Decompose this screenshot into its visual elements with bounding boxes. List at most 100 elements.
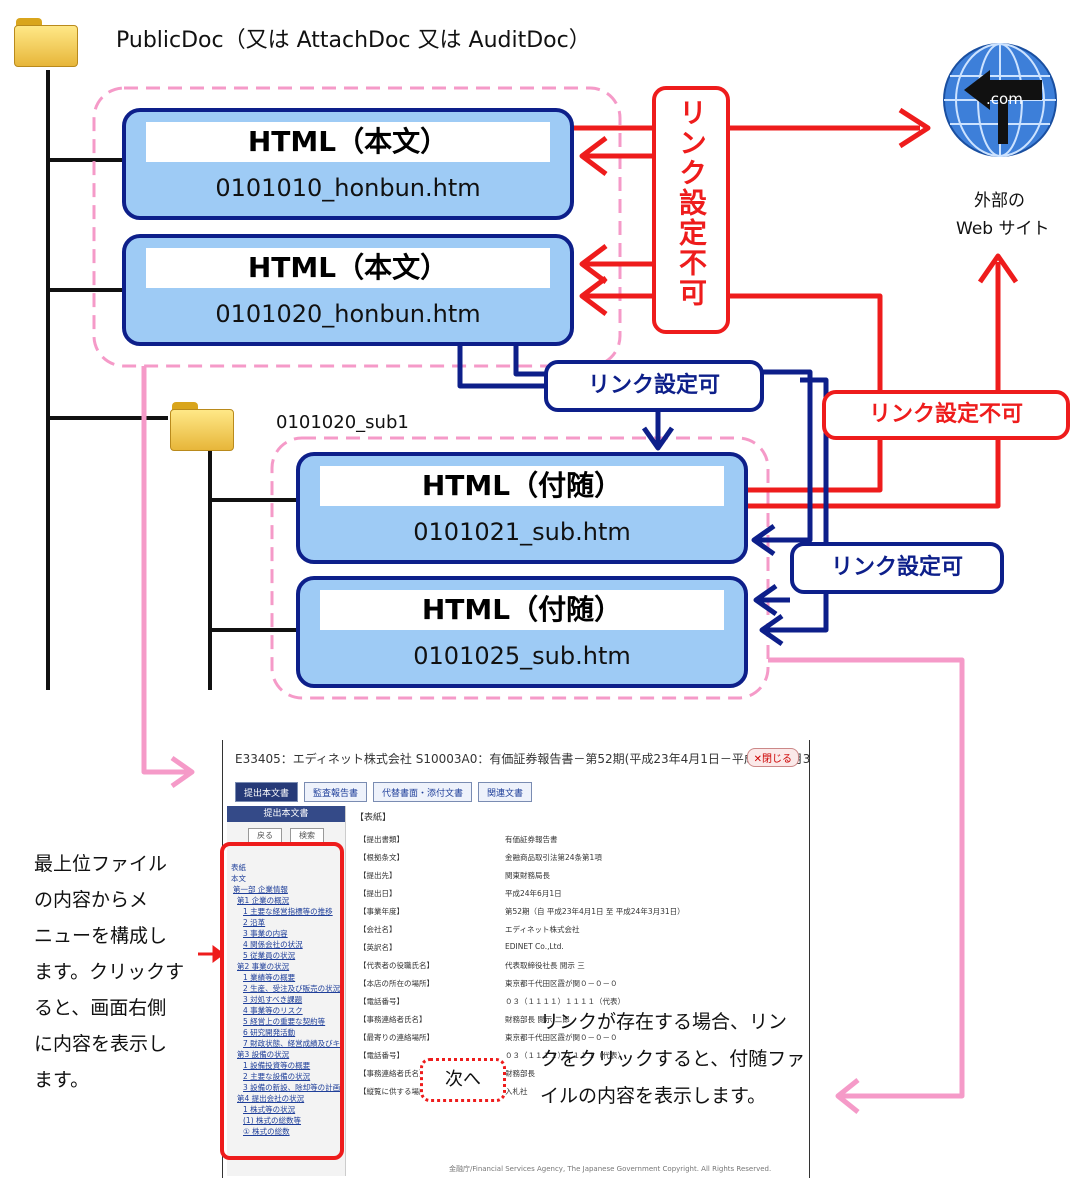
- sub-folder-label: 0101020_sub1: [276, 412, 409, 433]
- toc-menu-item[interactable]: 2 主要な設備の状況: [243, 1072, 311, 1081]
- navy-links: [457, 342, 829, 647]
- content-value: 金融商品取引法第24条第1項: [505, 853, 602, 862]
- search-button[interactable]: 検索: [290, 828, 324, 843]
- content-row: 【事業年度】 第52期（自 平成23年4月1日 至 平成24年3月31日）: [355, 906, 805, 918]
- left-description-line: ます。クリックす: [34, 961, 185, 983]
- globe-icon: [943, 43, 1057, 157]
- left-description-line: ます。: [34, 1069, 90, 1091]
- viewer-tabs: 提出本文書 監査報告書 代替書面・添付文書 関連文書: [235, 782, 533, 802]
- content-value: 平成24年6月1日: [505, 889, 562, 898]
- toc-menu-item[interactable]: 1 株式等の状況: [243, 1105, 296, 1114]
- sub-group: [270, 436, 770, 700]
- external-caption-line1: 外部の: [974, 191, 1025, 211]
- toc-menu-item[interactable]: 第3 設備の状況: [237, 1050, 290, 1059]
- content-row: 【本店の所在の場所】 東京都千代田区霞が関０－０－０: [355, 978, 805, 990]
- tab-audit-report[interactable]: 監査報告書: [304, 782, 368, 802]
- content-row: 【縦覧に供する場所】入札社: [355, 1086, 805, 1098]
- html-node-honbun-1[interactable]: HTML（本文） 0101010_honbun.htm: [122, 108, 574, 220]
- node-filename: 0101025_sub.htm: [413, 642, 631, 670]
- content-key: 【事業年度】: [359, 907, 404, 916]
- toc-menu-item[interactable]: 5 従業員の状況: [243, 951, 296, 960]
- toc-menu-item[interactable]: 4 事業等のリスク: [243, 1006, 303, 1015]
- content-row: 【会社名】エディネット株式会社: [355, 924, 805, 936]
- toc-menu-item[interactable]: (1) 株式の総数等: [243, 1116, 302, 1125]
- content-row: 【代表者の役職氏名】代表取締役社長 閲示 三: [355, 960, 805, 972]
- content-key: 【最寄りの連絡場所】: [359, 1033, 434, 1042]
- html-node-sub-1[interactable]: HTML（付随） 0101021_sub.htm: [296, 452, 748, 564]
- content-value: 代表取締役社長 閲示 三: [505, 961, 585, 970]
- content-row: 【提出先】関東財務局長: [355, 870, 805, 882]
- toc-menu-item[interactable]: 2 沿革: [243, 918, 266, 927]
- toc-menu-item[interactable]: 2 生産、受注及び販売の状況: [243, 984, 341, 993]
- content-key: 【根拠条文】: [359, 853, 404, 862]
- toc-menu-item[interactable]: 表紙: [231, 863, 246, 872]
- content-value: 財務部長 閲示 二郎: [505, 1015, 570, 1024]
- content-key: 【英訳名】: [359, 943, 397, 952]
- next-button[interactable]: 次へ: [420, 1058, 506, 1102]
- content-key: 【縦覧に供する場所】: [359, 1087, 434, 1096]
- toc-menu-item[interactable]: 第一部 企業情報: [233, 885, 288, 894]
- menu-pointer-arrow: [198, 945, 225, 963]
- folder-icon: [170, 402, 234, 452]
- tab-related[interactable]: 関連文書: [478, 782, 533, 802]
- edinet-viewer-screenshot: E33405：エディネット株式会社 S10003A0：有価証券報告書－第52期(…: [222, 740, 810, 1178]
- content-value: 有価証券報告書: [505, 835, 558, 844]
- toc-menu-item[interactable]: 1 設備投資等の概要: [243, 1061, 311, 1070]
- back-button[interactable]: 戻る: [248, 828, 282, 843]
- toc-menu-item[interactable]: 本文: [231, 874, 246, 883]
- toc-menu-item[interactable]: 6 研究開発活動: [243, 1028, 296, 1037]
- toc-menu-item[interactable]: 第1 企業の概況: [237, 896, 290, 905]
- node-title: HTML（付随）: [320, 590, 724, 630]
- link-allowed-label-1: リンク設定可: [544, 360, 764, 412]
- tab-main-document[interactable]: 提出本文書: [235, 782, 299, 802]
- left-description-line: 最上位ファイル: [34, 853, 168, 875]
- content-value: ０３（１１１１）１１１１（代表）: [505, 1051, 625, 1060]
- toc-menu-item[interactable]: 3 設備の新設、除却等の計画: [243, 1083, 341, 1092]
- html-node-sub-2[interactable]: HTML（付随） 0101025_sub.htm: [296, 576, 748, 688]
- tab-attachments[interactable]: 代替書面・添付文書: [373, 782, 473, 802]
- toc-menu-item[interactable]: 3 対処すべき課題: [243, 995, 303, 1004]
- link-not-allowed-vertical-label: リンク設定不可: [652, 86, 730, 334]
- content-value: 第52期（自 平成23年4月1日 至 平成24年3月31日）: [505, 907, 685, 916]
- content-value: 東京都千代田区霞が関０－０－０: [505, 979, 618, 988]
- toc-menu-item[interactable]: 第4 提出会社の状況: [237, 1094, 305, 1103]
- viewer-close-button[interactable]: ✕閉じる: [746, 748, 799, 767]
- toc-menu: 表紙本文第一部 企業情報第1 企業の概況 1 主要な経営指標等の推移 2 沿革 3 事…: [231, 862, 343, 1137]
- left-description-line: ると、画面右側: [34, 997, 167, 1019]
- content-key: 【事務連絡者氏名】: [359, 1015, 427, 1024]
- menu-highlight: [220, 842, 344, 1160]
- viewer-title: E33405：エディネット株式会社 S10003A0：有価証券報告書－第52期(…: [235, 752, 810, 766]
- html-node-honbun-2[interactable]: HTML（本文） 0101020_honbun.htm: [122, 234, 574, 346]
- toc-menu-item[interactable]: 3 事業の内容: [243, 929, 288, 938]
- content-row: 【事務連絡者氏名】 財務部長: [355, 1068, 805, 1080]
- content-row: 【事務連絡者氏名】 財務部長 閲示 二郎: [355, 1014, 805, 1026]
- content-value: 財務部長: [505, 1069, 535, 1078]
- right-description-line: リンクが存在する場合、リン: [540, 1011, 788, 1033]
- tree-lines: [46, 70, 296, 690]
- node-title: HTML（本文）: [146, 248, 550, 288]
- toc-menu-item[interactable]: 1 主要な経営指標等の推移: [243, 907, 333, 916]
- content-value: 東京都千代田区霞が関０－０－０: [505, 1033, 618, 1042]
- left-description: 最上位ファイルの内容からメニューを構成します。クリックすると、画面右側に内容を表…: [34, 846, 204, 1098]
- content-row: 【提出書類】有価証券報告書: [355, 834, 805, 846]
- right-description: リンクが存在する場合、リンクをクリックすると、付随ファイルの内容を表示します。: [540, 1004, 840, 1115]
- left-description-line: に内容を表示し: [34, 1033, 168, 1055]
- toc-menu-item[interactable]: 1 業績等の概要: [243, 973, 296, 982]
- content-key: 【本店の所在の場所】: [359, 979, 434, 988]
- toc-menu-item[interactable]: 第2 事業の状況: [237, 962, 290, 971]
- toc-menu-item[interactable]: 7 財政状態、経営成績及びキャッシュ・フローの状況の分析: [243, 1039, 343, 1048]
- left-description-line: の内容からメ: [34, 889, 149, 911]
- content-key: 【提出日】: [359, 889, 397, 898]
- pink-arrows: [141, 366, 965, 1114]
- node-filename: 0101021_sub.htm: [413, 518, 631, 546]
- toc-menu-item[interactable]: 4 関係会社の状況: [243, 940, 303, 949]
- toc-menu-item[interactable]: 5 経営上の重要な契約等: [243, 1017, 326, 1026]
- toc-menu-item[interactable]: ① 株式の総数: [243, 1127, 290, 1136]
- content-value: EDINET Co.,Ltd.: [505, 942, 564, 951]
- content-key: 【会社名】: [359, 925, 397, 934]
- content-key: 【事務連絡者氏名】: [359, 1069, 427, 1078]
- content-value: 関東財務局長: [505, 871, 550, 880]
- content-row: 【電話番号】０３（１１１１）１１１１（代表）: [355, 996, 805, 1008]
- content-row: 【電話番号】０３（１１１１）１１１１（代表）: [355, 1050, 805, 1062]
